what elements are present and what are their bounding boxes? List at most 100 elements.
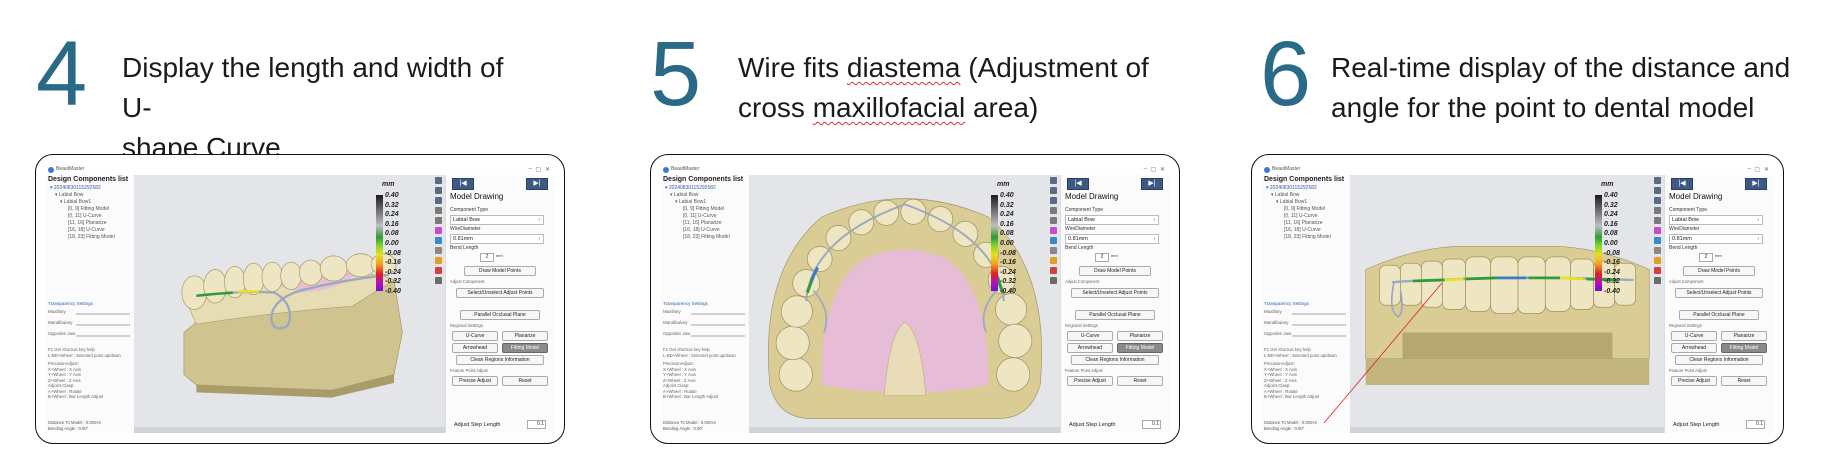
transparency-slider[interactable]	[76, 313, 130, 315]
planarize-button[interactable]: Planarize	[1721, 331, 1767, 341]
tree-item[interactable]: [0, 9] Fitting Model	[683, 206, 725, 212]
warning-icon[interactable]	[435, 257, 442, 264]
fitting-model-button[interactable]: Fitting Model	[1117, 343, 1163, 353]
tree-item[interactable]: ▾ 20240830115292582	[1266, 185, 1317, 191]
arrowhead-button[interactable]: Arrowhead	[1067, 343, 1113, 353]
precise-adjust-button[interactable]: Precise Adjust	[452, 376, 498, 386]
reset-button[interactable]: Reset	[1117, 376, 1163, 386]
parallel-occlusal-plane-button[interactable]: Parallel Occlusal Plane	[1679, 310, 1759, 320]
minimize-button[interactable]: –	[1747, 166, 1751, 172]
tree-item[interactable]: [11, 16] Planarize	[1284, 220, 1323, 226]
previous-step-button[interactable]: |◀	[452, 178, 474, 190]
transparency-slider[interactable]	[1292, 324, 1346, 326]
adjust-step-input[interactable]: 0.1	[1142, 420, 1161, 429]
draw-model-points-button[interactable]: Draw Model Points	[1079, 266, 1151, 276]
clean-regions-button[interactable]: Clean Regions Information	[1071, 355, 1159, 365]
wire-icon[interactable]	[1050, 237, 1057, 244]
tree-item[interactable]: [16, 18] U-Curve	[683, 227, 720, 233]
view-top-icon[interactable]	[1654, 187, 1661, 194]
wire-diameter-select[interactable]: 0.81mm›	[1065, 234, 1159, 244]
3d-viewport[interactable]	[749, 175, 1061, 427]
select-adjust-points-button[interactable]: Select/Unselect Adjust Points	[1071, 288, 1159, 298]
layer-icon[interactable]	[435, 277, 442, 284]
measure-icon[interactable]	[435, 267, 442, 274]
tree-item[interactable]: [0, 11] U-Curve	[68, 213, 102, 219]
tree-item[interactable]: [0, 9] Fitting Model	[1284, 206, 1326, 212]
next-step-button[interactable]: ▶|	[1141, 178, 1163, 190]
draw-model-points-button[interactable]: Draw Model Points	[464, 266, 536, 276]
tree-item[interactable]: [18, 23] Fitting Model	[68, 234, 115, 240]
planarize-button[interactable]: Planarize	[1117, 331, 1163, 341]
warning-icon[interactable]	[1654, 257, 1661, 264]
tree-item[interactable]: [0, 11] U-Curve	[1284, 213, 1318, 219]
arrowhead-button[interactable]: Arrowhead	[1671, 343, 1717, 353]
clean-regions-button[interactable]: Clean Regions Information	[456, 355, 544, 365]
previous-step-button[interactable]: |◀	[1067, 178, 1089, 190]
layer-icon[interactable]	[1050, 277, 1057, 284]
transparency-slider[interactable]	[691, 313, 745, 315]
measure-icon[interactable]	[1654, 267, 1661, 274]
wire-icon[interactable]	[1654, 237, 1661, 244]
previous-step-button[interactable]: |◀	[1671, 178, 1693, 190]
tree-item[interactable]: [11, 16] Planarize	[68, 220, 107, 226]
move-icon[interactable]	[435, 207, 442, 214]
arrowhead-button[interactable]: Arrowhead	[452, 343, 498, 353]
transparency-slider[interactable]	[691, 324, 745, 326]
measure-icon[interactable]	[1050, 267, 1057, 274]
color-icon[interactable]	[1654, 227, 1661, 234]
tree-item[interactable]: [16, 18] U-Curve	[1284, 227, 1321, 233]
tree-item[interactable]: ▾ Labial Bow1	[60, 199, 92, 205]
rotate-icon[interactable]	[435, 217, 442, 224]
rotate-icon[interactable]	[1654, 217, 1661, 224]
wire-diameter-select[interactable]: 0.81mm›	[450, 234, 544, 244]
view-front-icon[interactable]	[435, 177, 442, 184]
color-icon[interactable]	[1050, 227, 1057, 234]
maximize-button[interactable]: ▢	[1150, 167, 1156, 173]
tree-item[interactable]: [0, 9] Fitting Model	[68, 206, 110, 212]
tree-item[interactable]: ▾ Labial Bow	[55, 192, 84, 198]
reset-button[interactable]: Reset	[1721, 376, 1767, 386]
precise-adjust-button[interactable]: Precise Adjust	[1671, 376, 1717, 386]
next-step-button[interactable]: ▶|	[1745, 178, 1767, 190]
clean-regions-button[interactable]: Clean Regions Information	[1675, 355, 1763, 365]
close-button[interactable]: ✕	[1763, 167, 1769, 173]
tree-item[interactable]: [16, 18] U-Curve	[68, 227, 105, 233]
tree-item[interactable]: [0, 11] U-Curve	[683, 213, 717, 219]
reset-button[interactable]: Reset	[502, 376, 548, 386]
component-type-select[interactable]: Labial Bow›	[1065, 215, 1159, 225]
warning-icon[interactable]	[1050, 257, 1057, 264]
component-type-select[interactable]: Labial Bow›	[1669, 215, 1763, 225]
transparency-slider[interactable]	[76, 324, 130, 326]
layer-icon[interactable]	[1654, 277, 1661, 284]
maximize-button[interactable]: ▢	[1754, 167, 1760, 173]
transparency-slider[interactable]	[691, 335, 745, 337]
tree-item[interactable]: ▾ Labial Bow1	[675, 199, 707, 205]
close-button[interactable]: ✕	[1159, 167, 1165, 173]
parallel-occlusal-plane-button[interactable]: Parallel Occlusal Plane	[1075, 310, 1155, 320]
close-button[interactable]: ✕	[544, 167, 550, 173]
tree-item[interactable]: [18, 23] Fitting Model	[1284, 234, 1331, 240]
transparency-slider[interactable]	[1292, 313, 1346, 315]
adjust-step-input[interactable]: 0.1	[527, 420, 546, 429]
tree-item[interactable]: ▾ 20240830115292582	[50, 185, 101, 191]
tree-item[interactable]: ▾ Labial Bow	[1271, 192, 1300, 198]
view-top-icon[interactable]	[1050, 187, 1057, 194]
adjust-step-input[interactable]: 0.1	[1746, 420, 1765, 429]
transparency-slider[interactable]	[1292, 335, 1346, 337]
select-adjust-points-button[interactable]: Select/Unselect Adjust Points	[1675, 288, 1763, 298]
u-curve-button[interactable]: U-Curve	[1671, 331, 1717, 341]
bend-length-stepper[interactable]: 2	[1095, 253, 1109, 262]
select-adjust-points-button[interactable]: Select/Unselect Adjust Points	[456, 288, 544, 298]
move-icon[interactable]	[1050, 207, 1057, 214]
component-type-select[interactable]: Labial Bow›	[450, 215, 544, 225]
u-curve-button[interactable]: U-Curve	[1067, 331, 1113, 341]
rotate-icon[interactable]	[1050, 217, 1057, 224]
view-front-icon[interactable]	[1050, 177, 1057, 184]
parallel-occlusal-plane-button[interactable]: Parallel Occlusal Plane	[460, 310, 540, 320]
planarize-button[interactable]: Planarize	[502, 331, 548, 341]
view-front-icon[interactable]	[1654, 177, 1661, 184]
move-icon[interactable]	[1654, 207, 1661, 214]
u-curve-button[interactable]: U-Curve	[452, 331, 498, 341]
view-side-icon[interactable]	[1654, 197, 1661, 204]
color-icon[interactable]	[435, 227, 442, 234]
